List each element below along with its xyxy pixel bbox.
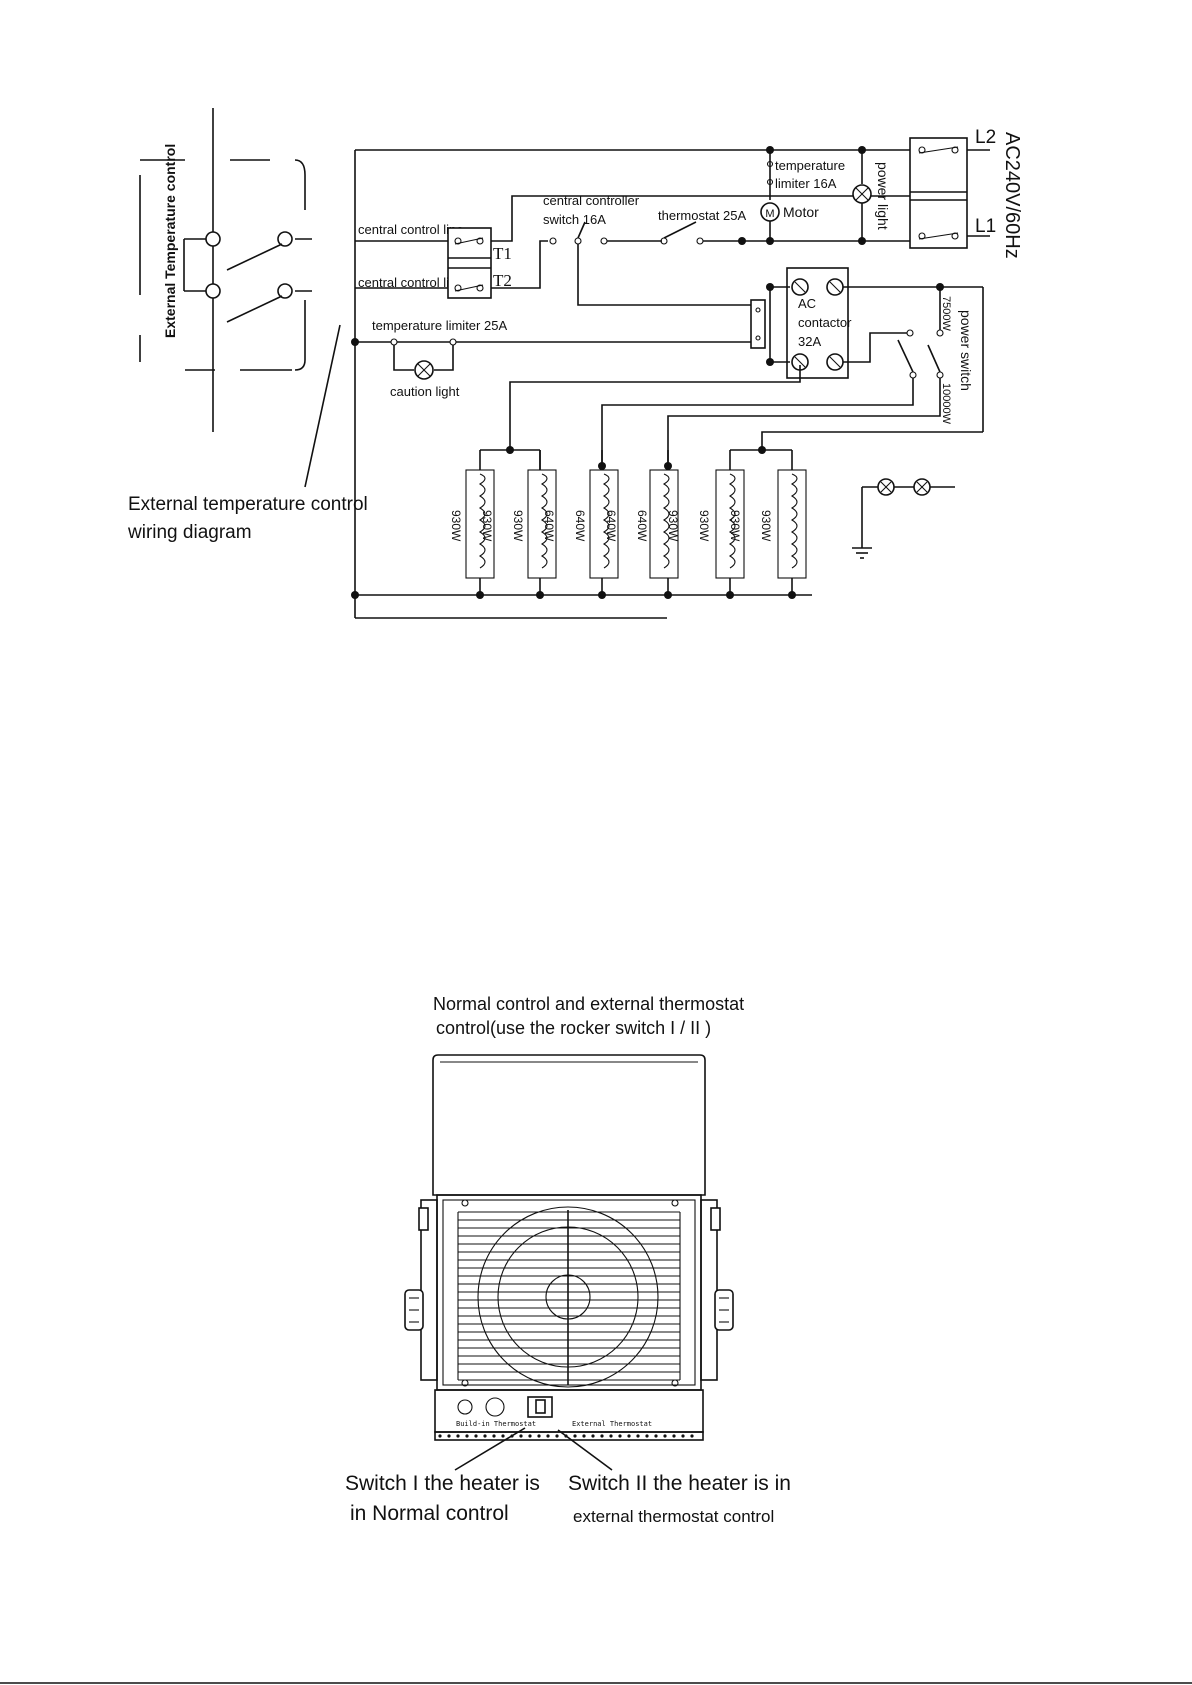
panel-left-label: Build-in Thermostat <box>456 1420 536 1428</box>
heating-element-label: 930W <box>697 510 711 542</box>
power-light-label: power light <box>875 162 891 230</box>
heater-view: Normal control and external thermostat c… <box>345 994 791 1526</box>
caption-line-2: wiring diagram <box>127 522 252 543</box>
switch1-line1: Switch I the heater is <box>345 1472 540 1495</box>
heating-element-label: 930W <box>666 510 680 542</box>
temperature-limiter-25a-label: temperature limiter 25A <box>372 318 507 333</box>
heating-element-layer: 930W 930W 930W 640W 640W 640W 640W 930W 930W 930W… <box>449 450 807 599</box>
controller-switch-and-thermostat: central controller switch 16A thermostat… <box>543 146 910 306</box>
base-foot-dot <box>618 1434 622 1438</box>
base-foot-dot <box>609 1434 613 1438</box>
heating-element-label: 930W <box>728 510 742 542</box>
central-control-terminals: central control line central control lin… <box>355 195 910 299</box>
temperature-limiter-16a-line1: temperature <box>775 158 845 173</box>
heating-element-label: 930W <box>480 510 494 542</box>
base-foot-dot <box>555 1434 559 1438</box>
switch1-line2: in Normal control <box>350 1502 509 1525</box>
l2-label: L2 <box>975 127 996 148</box>
caution-light-label: caution light <box>390 384 460 399</box>
central-controller-line1: central controller <box>543 193 640 208</box>
heating-element-label: 930W <box>449 510 463 542</box>
base-foot-dot <box>645 1434 649 1438</box>
supply-label: AC240V/60Hz <box>1001 132 1023 259</box>
ground-and-lamps <box>852 478 955 559</box>
main-bus <box>351 149 912 619</box>
heater-title-line1: Normal control and external thermostat <box>433 994 744 1014</box>
base-foot-dot <box>438 1434 442 1438</box>
heater-title-line2: control(use the rocker switch I / II ) <box>436 1018 711 1038</box>
heating-element-label: 930W <box>759 510 773 542</box>
terminal-t2: T2 <box>493 271 512 290</box>
base-foot-dot <box>465 1434 469 1438</box>
wiring-diagram: External Temperature control External te… <box>127 108 1023 619</box>
base-foot-dot <box>537 1434 541 1438</box>
motor-branch: M temperature limiter 16A Motor <box>760 150 845 241</box>
switch-7500w-label: 7500W <box>940 296 952 331</box>
base-foot-dot <box>528 1434 532 1438</box>
l1-label: L1 <box>975 216 996 237</box>
power-light-branch: power light <box>852 150 891 241</box>
switch2-line2: external thermostat control <box>573 1507 774 1526</box>
temperature-limiter-16a-line2: limiter 16A <box>775 176 837 191</box>
base-foot-dot <box>519 1434 523 1438</box>
motor-label: Motor <box>783 204 819 220</box>
ac-contactor-line2: contactor <box>798 315 852 330</box>
supply-terminals: L2 L1 AC240V/60Hz <box>909 127 1023 259</box>
base-foot-dot <box>663 1434 667 1438</box>
heating-element-label: 640W <box>573 510 587 542</box>
base-foot-dot <box>474 1434 478 1438</box>
ac-contactor-line1: AC <box>798 296 816 311</box>
base-foot-dot <box>636 1434 640 1438</box>
power-switch-label: power switch <box>958 310 974 391</box>
power-switch: 7500W 10000W power switch <box>509 283 984 466</box>
heating-elements: 930W 930W 930W 640W 640W 640W 640W 930W 930W 930W… <box>449 446 807 599</box>
base-foot-dot <box>690 1434 694 1438</box>
central-control-line-2: central control line <box>358 275 464 290</box>
base-foot-dot <box>492 1434 496 1438</box>
caption-line-1: External temperature control <box>128 494 368 515</box>
heating-element-label: 640W <box>604 510 618 542</box>
front-grille <box>457 1211 681 1381</box>
ac-contactor: AC contactor 32A <box>750 267 940 379</box>
base-foot-dot <box>501 1434 505 1438</box>
ac-contactor-line3: 32A <box>798 334 821 349</box>
motor-symbol: M <box>765 208 774 220</box>
limiter-25a-branch: temperature limiter 25A caution light <box>355 318 755 399</box>
panel-right-label: External Thermostat <box>572 1420 652 1428</box>
base-foot-dot <box>546 1434 550 1438</box>
external-temperature-control-label: External Temperature control <box>162 144 178 338</box>
thermostat-label: thermostat 25A <box>658 208 746 223</box>
base-foot-dot <box>654 1434 658 1438</box>
central-control-line-1: central control line <box>358 222 464 237</box>
base-foot-dot <box>672 1434 676 1438</box>
central-controller-line2: switch 16A <box>543 212 606 227</box>
heating-element-label: 640W <box>542 510 556 542</box>
base-foot-dot <box>591 1434 595 1438</box>
base-foot-dot <box>573 1434 577 1438</box>
base-foot-dot <box>456 1434 460 1438</box>
switch-10000w-label: 10000W <box>940 383 952 425</box>
terminal-t1: T1 <box>493 244 512 263</box>
base-feet <box>438 1434 694 1438</box>
base-foot-dot <box>483 1434 487 1438</box>
heating-element-label: 930W <box>511 510 525 542</box>
heating-element-label: 640W <box>635 510 649 542</box>
base-foot-dot <box>582 1434 586 1438</box>
base-foot-dot <box>681 1434 685 1438</box>
base-foot-dot <box>627 1434 631 1438</box>
base-foot-dot <box>600 1434 604 1438</box>
base-foot-dot <box>447 1434 451 1438</box>
external-control-box: External Temperature control <box>139 108 341 488</box>
switch2-line1: Switch II the heater is in <box>568 1472 791 1495</box>
